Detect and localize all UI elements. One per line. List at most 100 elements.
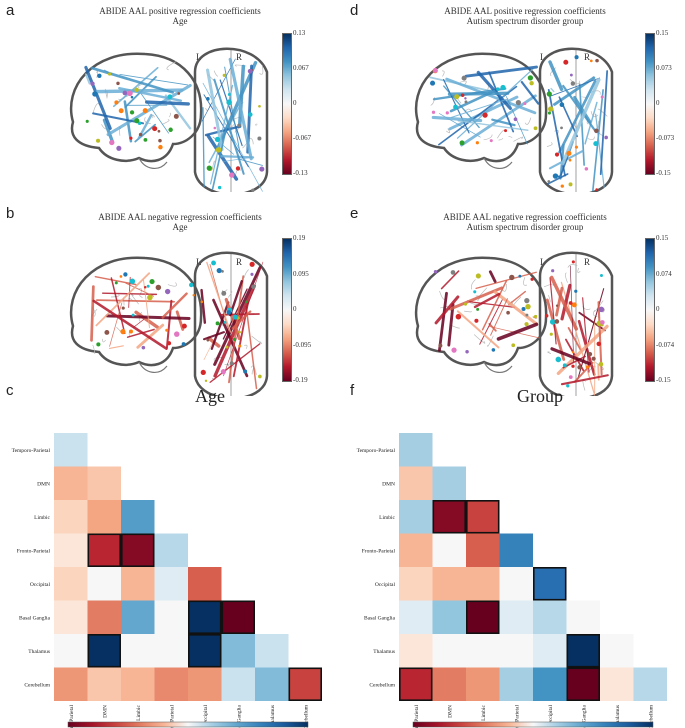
- panel-title-e: ABIDE AAL negative regression coefficien…: [405, 212, 645, 232]
- brain-node: [251, 188, 255, 192]
- gyrus-line: [496, 129, 505, 139]
- brain-node: [562, 363, 567, 368]
- axial-brain-outline: [538, 251, 614, 396]
- heatmap-row-label: Basal Ganglia: [364, 615, 396, 621]
- brain-node: [229, 172, 235, 178]
- gyrus-line: [131, 293, 139, 305]
- connectivity-edge: [473, 292, 501, 309]
- brain-node: [511, 343, 516, 348]
- colorbar-tick-label: -0.13: [293, 169, 308, 177]
- heatmap-cell: [499, 634, 533, 668]
- brain-node: [554, 152, 560, 157]
- gyrus-line: [498, 137, 504, 141]
- heatmap-col-label: Fronto-Parietal: [514, 705, 520, 728]
- brain-node: [491, 348, 496, 352]
- hemi-left-label: L: [540, 52, 546, 62]
- colorbar-tick-label: -0.067: [293, 134, 312, 142]
- brain-node: [475, 141, 479, 145]
- brain-node: [482, 112, 488, 118]
- connectivity-edge: [558, 79, 597, 154]
- heatmap-col-label: Thalamus: [270, 705, 276, 727]
- connectivity-edge: [175, 310, 185, 331]
- brain-node: [220, 369, 226, 375]
- heatmap-row-label: Limbic: [379, 515, 395, 521]
- brain-node: [259, 166, 265, 172]
- colorbar-tick-label: 0: [656, 99, 660, 107]
- connectivity-edge: [94, 275, 137, 286]
- connectivity-edge: [450, 98, 509, 118]
- heatmap-col-label: Temporo-Parietal: [414, 705, 420, 728]
- heatmap-cell: [566, 667, 600, 701]
- connectivity-edge: [209, 343, 261, 383]
- heatmap-cell: [432, 533, 466, 567]
- connectivity-edge: [109, 302, 123, 347]
- gyrus-line: [524, 117, 532, 125]
- brain-node: [251, 284, 256, 289]
- heatmap-col-label: Limbic: [481, 704, 487, 720]
- heatmap-cell: [87, 634, 121, 668]
- connectivity-edge: [125, 282, 154, 297]
- brain-node: [568, 301, 573, 305]
- gyrus-line: [168, 112, 171, 118]
- connectivity-edge: [481, 279, 508, 331]
- brain-node: [593, 141, 599, 147]
- brain-node: [571, 302, 577, 308]
- connectivity-edge: [219, 79, 243, 147]
- significant-cell-outline: [188, 600, 222, 635]
- colorbar-tick-label: 0: [293, 305, 297, 313]
- brain-node: [238, 330, 241, 334]
- gyrus-line: [139, 295, 143, 299]
- heatmap-cell: [499, 667, 533, 701]
- brain-node: [232, 314, 238, 320]
- gyrus-line: [152, 114, 155, 119]
- brain-node: [158, 144, 163, 150]
- heatmap-cell: [432, 667, 466, 701]
- brain-node: [258, 374, 262, 379]
- connectivity-edge: [102, 118, 115, 144]
- brain-node: [474, 318, 479, 323]
- gyrus-line: [259, 65, 264, 75]
- heatmap-cell: [188, 667, 222, 701]
- brain-node: [451, 347, 457, 353]
- brain-node: [464, 97, 467, 100]
- brain-node: [547, 111, 552, 115]
- heatmap-cell: [288, 667, 322, 701]
- gyrus-line: [483, 134, 493, 141]
- brain-node: [167, 94, 173, 100]
- heatmap-cell: [87, 466, 121, 500]
- heatmap-col-label: Cerebellum: [648, 704, 654, 728]
- brain-node: [594, 128, 599, 134]
- brain-node: [109, 139, 115, 146]
- gyrus-line: [167, 282, 177, 287]
- brain-node: [515, 100, 522, 106]
- connectivity-edge: [573, 95, 592, 123]
- brain-node: [157, 129, 161, 133]
- connectivity-edge: [488, 71, 515, 133]
- brain-node: [566, 150, 572, 156]
- gyrus-line: [508, 136, 513, 138]
- brain-connectome-image: [415, 251, 614, 396]
- heatmap-row-label: Cerebellum: [369, 682, 395, 688]
- brain-connectome-image: [70, 251, 269, 396]
- brain-node: [119, 275, 123, 278]
- brain-node: [476, 307, 480, 311]
- brain-node: [128, 329, 133, 334]
- heatmap-cell: [221, 600, 255, 634]
- brain-node: [475, 273, 481, 279]
- gyrus-line: [227, 291, 233, 298]
- connectivity-edge: [582, 297, 590, 373]
- brain-node: [585, 365, 590, 369]
- brain-node: [552, 173, 559, 179]
- brain-node: [143, 137, 148, 142]
- heatmap-col-label: Limbic: [136, 704, 142, 720]
- brain-node: [120, 329, 126, 335]
- heatmap-row-label: DMN: [382, 481, 395, 487]
- heatmap-cell: [54, 567, 88, 601]
- brain-node: [90, 81, 95, 86]
- brain-node: [460, 93, 465, 97]
- brain-node: [258, 104, 261, 108]
- hemi-right-label: R: [236, 257, 243, 267]
- brain-node: [129, 110, 135, 115]
- brain-node: [459, 140, 465, 146]
- title-line-1: ABIDE AAL negative regression coefficien…: [443, 212, 607, 222]
